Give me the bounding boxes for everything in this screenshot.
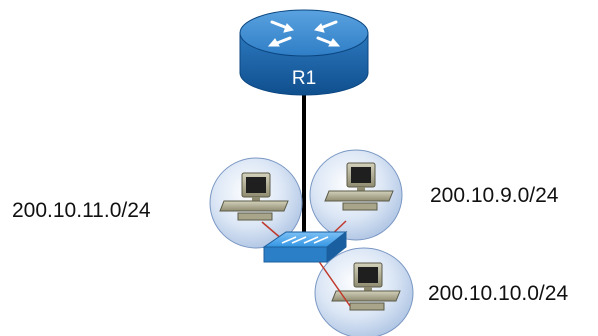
router-label: R1	[292, 68, 316, 89]
pc-icon	[331, 262, 401, 311]
host-bottom	[314, 247, 414, 336]
link-switch-host-bottom	[317, 259, 351, 307]
network-label-host-right: 200.10.9.0/24	[430, 184, 559, 207]
network-label-host-bottom: 200.10.10.0/24	[428, 282, 569, 305]
pc-icon	[324, 162, 394, 211]
network-label-host-left: 200.10.11.0/24	[12, 199, 151, 222]
host-right	[309, 149, 403, 241]
pc-icon	[219, 172, 289, 221]
host-left	[209, 157, 303, 249]
switch-icon	[262, 230, 348, 264]
router-icon: R1	[239, 9, 369, 96]
